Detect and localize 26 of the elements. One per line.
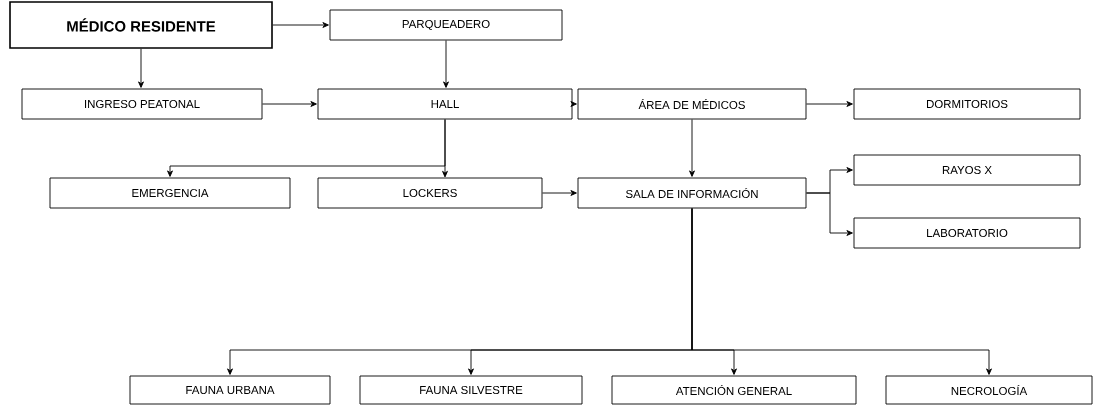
process-box: FAUNA URBANA	[129, 375, 331, 405]
arrow	[542, 190, 577, 196]
arrow	[570, 101, 577, 107]
process-box: ATENCIÓN GENERAL	[611, 375, 857, 405]
process-box: LABORATORIO	[853, 217, 1081, 249]
process-box: LOCKERS	[317, 177, 543, 209]
arrow	[806, 192, 853, 236]
process-box: MÉDICO RESIDENTE	[9, 1, 273, 49]
arrow	[691, 208, 992, 375]
arrow	[272, 22, 329, 28]
process-box: SALA DE INFORMACIÓN	[577, 177, 807, 209]
arrow	[138, 48, 144, 88]
arrow	[262, 101, 317, 107]
process-box: RAYOS X	[853, 154, 1081, 186]
arrow	[443, 40, 449, 88]
process-box: FAUNA SILVESTRE	[359, 375, 583, 405]
arrow	[442, 119, 448, 178]
process-box: NECROLOGÍA	[885, 375, 1093, 405]
process-box: ÁREA DE MÉDICOS	[577, 88, 807, 120]
arrow	[689, 119, 695, 177]
process-box: HALL	[317, 88, 573, 120]
arrow	[806, 101, 853, 107]
process-box: INGRESO PEATONAL	[21, 88, 263, 120]
process-box: EMERGENCIA	[49, 177, 291, 209]
process-box: DORMITORIOS	[853, 88, 1081, 120]
process-box: PARQUEADERO	[329, 9, 563, 41]
